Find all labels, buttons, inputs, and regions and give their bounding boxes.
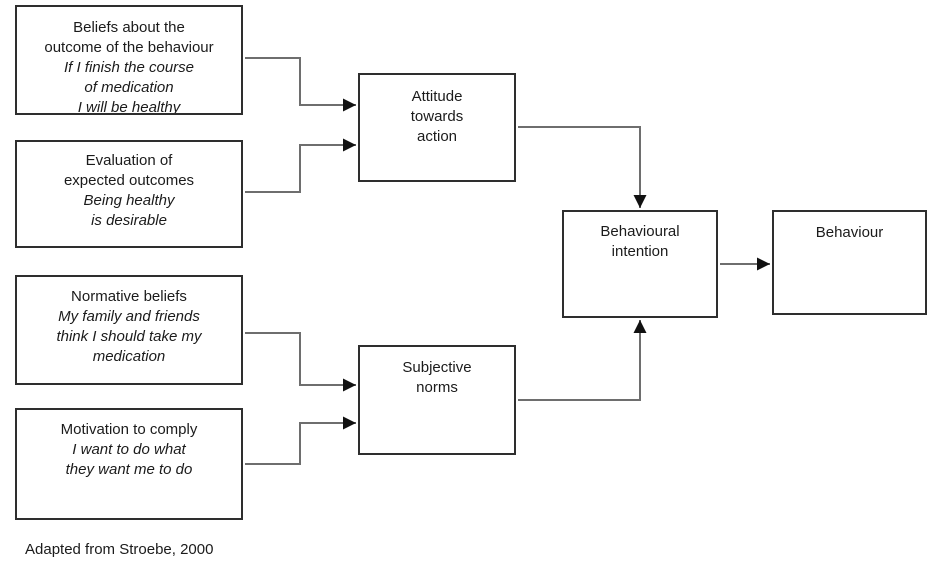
node-attitude-towards-action: Attitude towards action (358, 73, 516, 182)
node-evaluation-of-outcomes: Evaluation of expected outcomes Being he… (15, 140, 243, 248)
node-title: Beliefs about the outcome of the behavio… (44, 19, 214, 56)
node-subjective-norms: Subjective norms (358, 345, 516, 455)
node-example-text: I want to do what they want me to do (65, 441, 193, 478)
edge-normative-to-subjective-norms-arrow (245, 332, 356, 392)
edge-evaluation-to-attitude-arrow (245, 138, 356, 193)
node-title: Behavioural intention (600, 223, 680, 260)
node-title: Behaviour (815, 224, 884, 241)
node-title: Normative beliefs (71, 288, 187, 305)
edge-beliefs-to-attitude-arrow (245, 57, 356, 112)
node-behaviour: Behaviour (772, 210, 927, 315)
node-behavioural-intention: Behavioural intention (562, 210, 718, 318)
edge-subjective-norms-to-behavioural-intention-arrow (518, 320, 647, 401)
node-beliefs-about-outcome: Beliefs about the outcome of the behavio… (15, 5, 243, 115)
edge-attitude-to-behavioural-intention-arrow (518, 126, 647, 208)
edge-motivation-to-subjective-norms-arrow (245, 416, 356, 465)
node-normative-beliefs: Normative beliefs My family and friends … (15, 275, 243, 385)
node-title: Attitude towards action (410, 88, 464, 145)
source-caption: Adapted from Stroebe, 2000 (25, 541, 214, 558)
node-title: Evaluation of expected outcomes (63, 152, 195, 189)
node-example-text: My family and friends think I should tak… (56, 308, 202, 365)
node-example-text: Being healthy is desirable (83, 192, 175, 229)
node-title: Subjective norms (402, 359, 472, 396)
node-motivation-to-comply: Motivation to comply I want to do what t… (15, 408, 243, 520)
node-title: Motivation to comply (60, 421, 198, 438)
node-example-text: If I finish the course of medication I w… (63, 59, 195, 115)
